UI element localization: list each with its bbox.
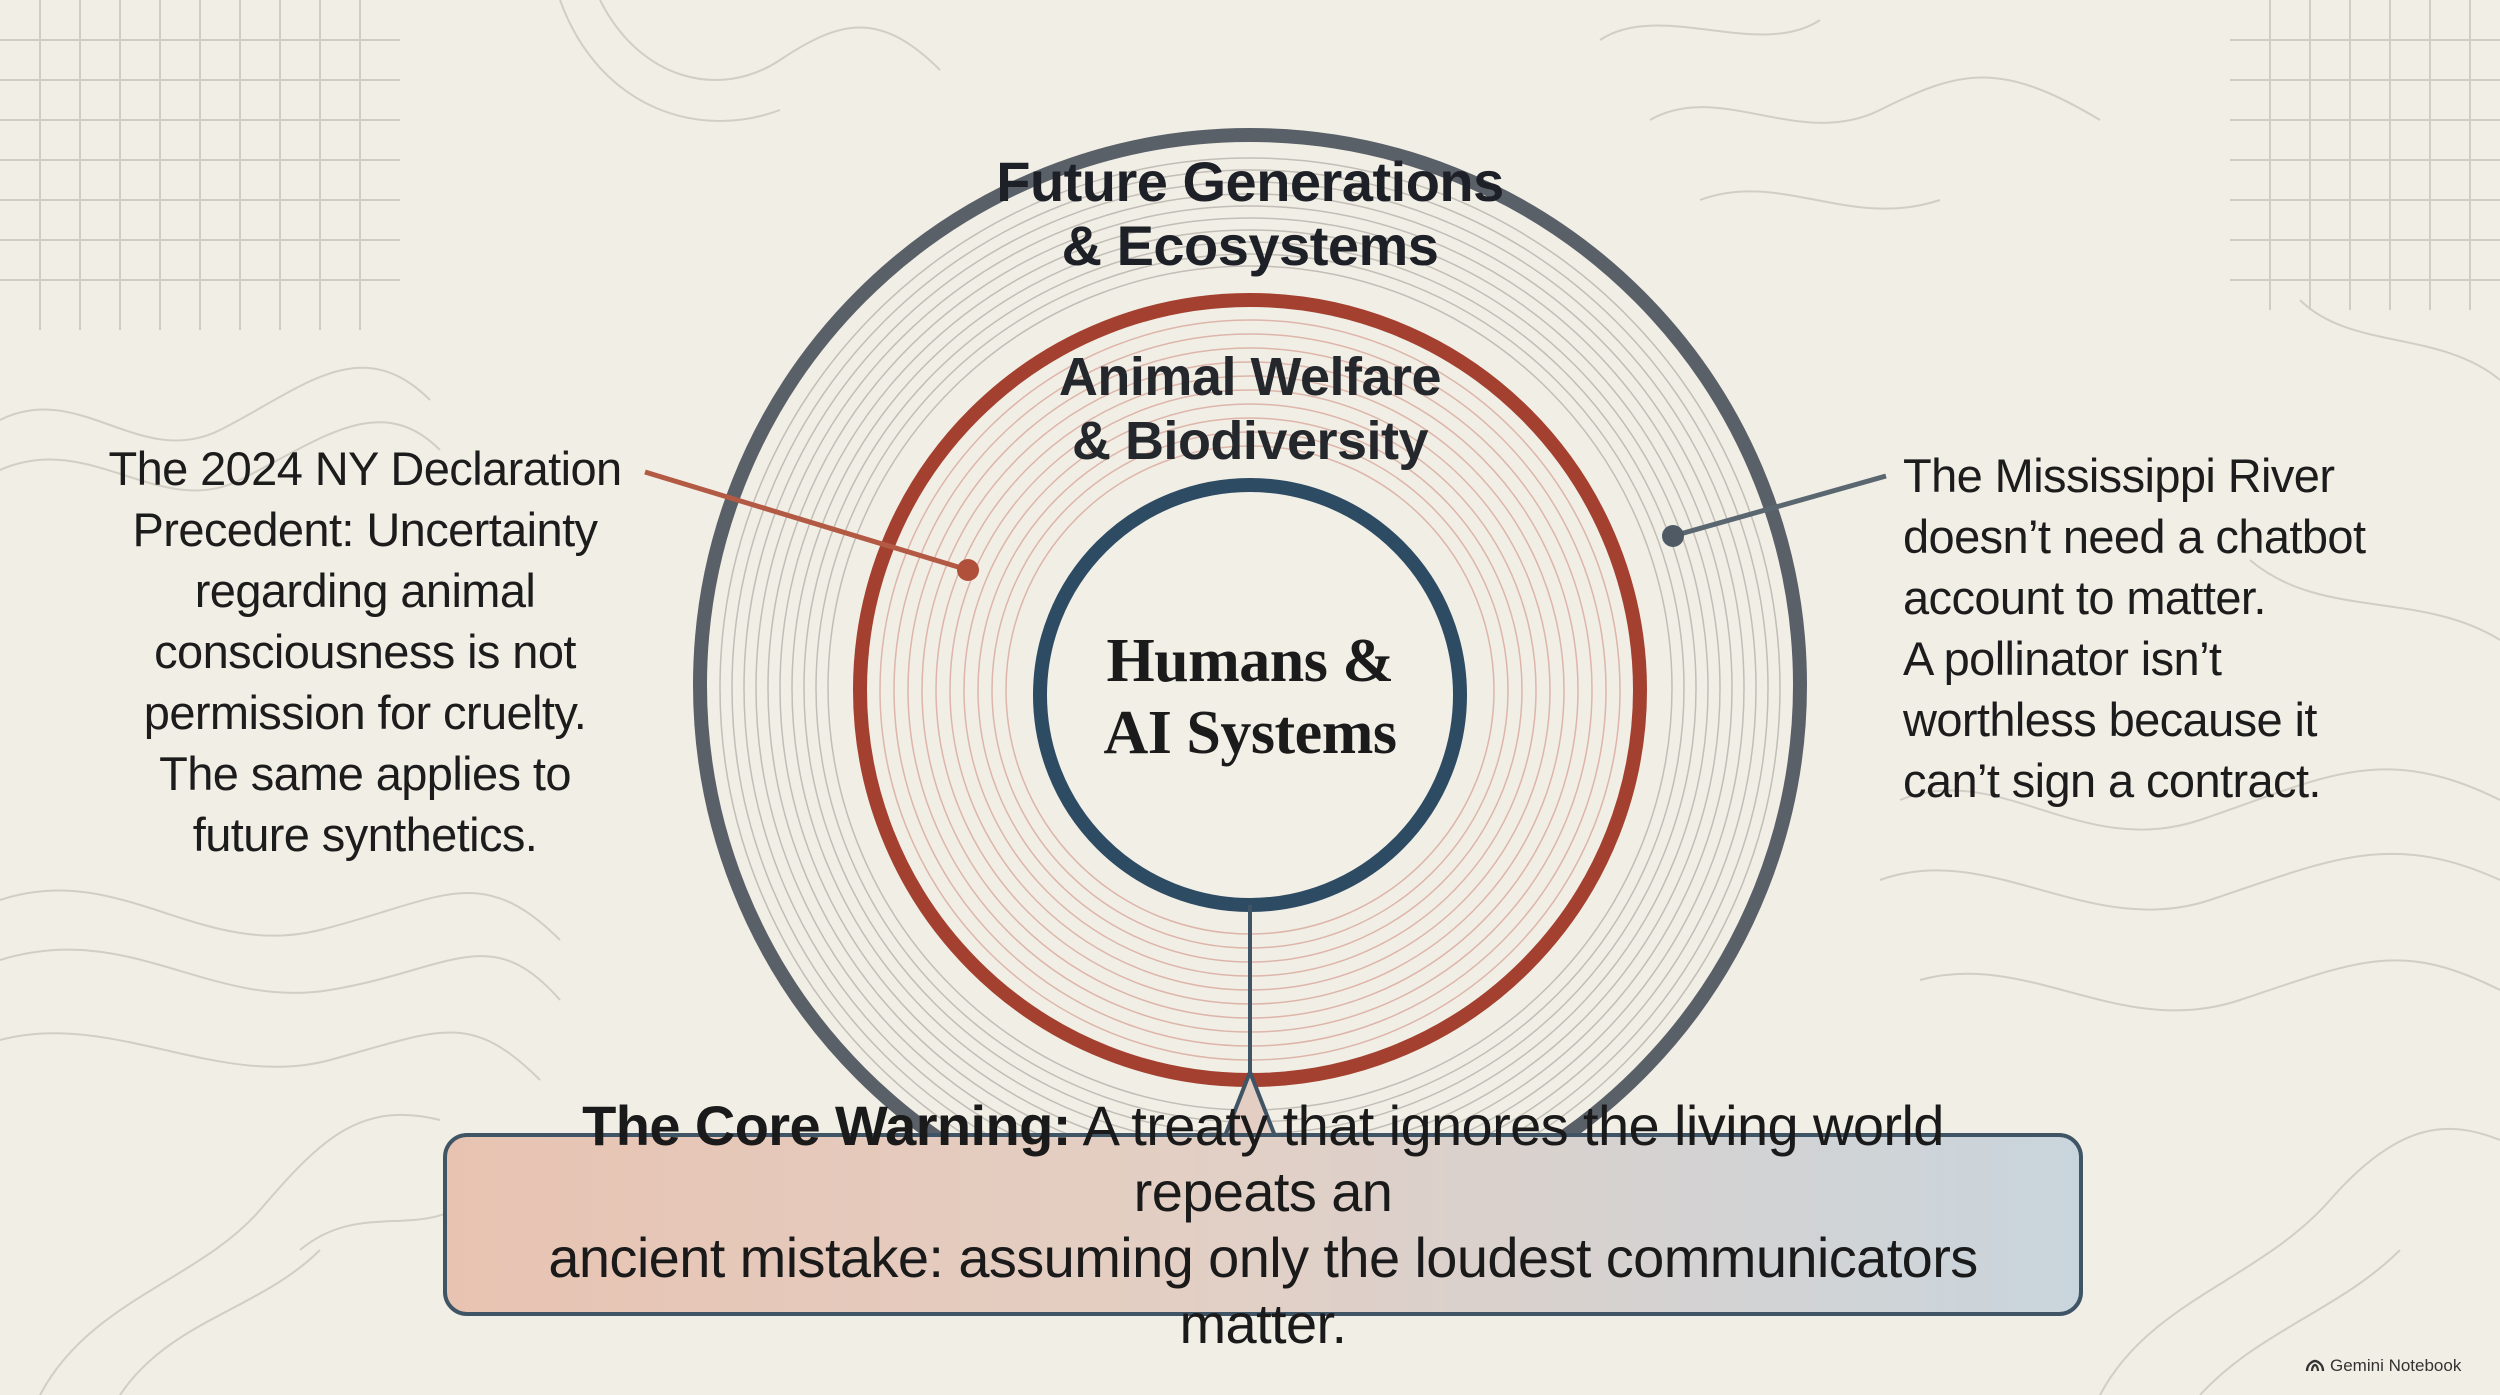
grid-patch-top-left [0,0,400,330]
middle-ring-label-line2: & Biodiversity [1071,411,1429,471]
core-warning-line2: ancient mistake: assuming only the loude… [548,1225,1978,1355]
center-ring-label-line2: AI Systems [1103,699,1397,767]
left-callout-line: The same applies to [159,747,571,800]
outer-ring-label-line2: & Ecosystems [1061,214,1439,277]
right-leader-dot [1662,525,1684,547]
left-callout-line: consciousness is not [154,625,576,678]
right-callout-line: account to matter. [1903,571,2266,624]
left-callout-line: Precedent: Uncertainty [132,503,598,556]
left-leader-dot [957,559,979,581]
right-callout-text: The Mississippi River doesn’t need a cha… [1903,445,2423,811]
left-leader-line [644,469,969,573]
core-warning-title: The Core Warning: [582,1093,1071,1157]
left-callout-line: future synthetics. [192,808,538,861]
center-ring-label-line1: Humans & [1106,627,1394,695]
left-callout-line: permission for cruelty. [143,686,587,739]
right-callout-line: can’t sign a contract. [1903,754,2321,807]
left-callout-text: The 2024 NY Declaration Precedent: Uncer… [90,438,640,865]
core-warning-line1: A treaty that ignores the living world r… [1070,1093,1945,1223]
watermark: Gemini Notebook [2305,1356,2461,1376]
right-callout-line: A pollinator isn’t [1903,632,2222,685]
right-leader-line [1672,473,1887,539]
right-callout-line: worthless because it [1903,693,2317,746]
right-callout-line: The Mississippi River [1903,449,2335,502]
grid-patch-top-right [2230,0,2500,310]
left-callout-line: regarding animal [194,564,536,617]
gemini-notebook-icon [2305,1359,2325,1372]
watermark-text: Gemini Notebook [2330,1356,2462,1375]
outer-ring-label-line1: Future Generations [996,150,1504,213]
middle-ring-label: Animal Welfare & Biodiversity [1000,345,1500,473]
right-callout-line: doesn’t need a chatbot [1903,510,2366,563]
core-warning-text: The Core Warning: A treaty that ignores … [487,1093,2039,1357]
core-warning-box: The Core Warning: A treaty that ignores … [443,1094,2083,1355]
center-ring-label: Humans & AI Systems [1050,625,1450,769]
middle-ring-label-line1: Animal Welfare [1058,347,1442,407]
left-callout-line: The 2024 NY Declaration [108,442,622,495]
outer-ring-label: Future Generations & Ecosystems [950,150,1550,278]
